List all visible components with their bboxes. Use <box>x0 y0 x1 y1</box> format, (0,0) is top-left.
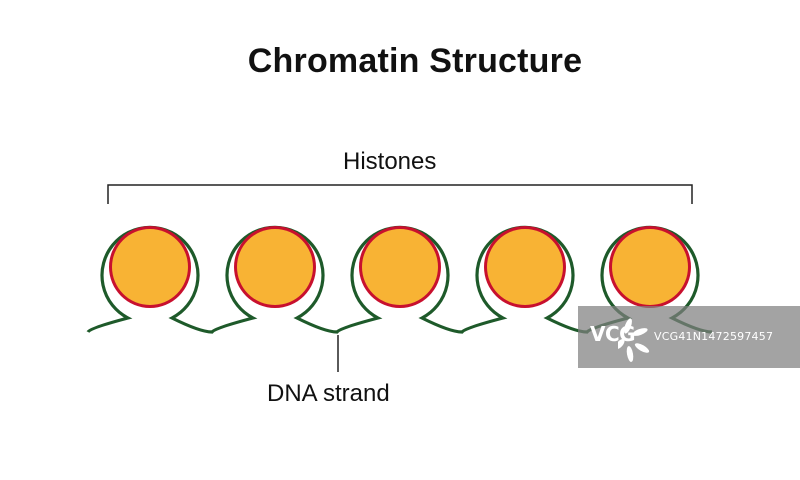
watermark-flower-icon <box>618 318 650 362</box>
histone-core <box>362 229 438 305</box>
histone-2 <box>234 226 316 308</box>
histone-core <box>487 229 563 305</box>
histone-core <box>112 229 188 305</box>
histones-bracket <box>107 184 693 204</box>
histone-core <box>237 229 313 305</box>
histones-group <box>109 226 691 308</box>
diagram-title: Chromatin Structure <box>247 42 583 80</box>
histone-core <box>612 229 688 305</box>
bracket-line <box>107 184 693 204</box>
histones-label: Histones <box>343 148 437 175</box>
histone-3 <box>359 226 441 308</box>
watermark: VCG VCG41N1472597457 <box>578 306 800 368</box>
dna-strand-label: DNA strand <box>267 380 390 407</box>
watermark-id: VCG41N1472597457 <box>654 330 774 343</box>
histone-1 <box>109 226 191 308</box>
histone-5 <box>609 226 691 308</box>
histone-4 <box>484 226 566 308</box>
